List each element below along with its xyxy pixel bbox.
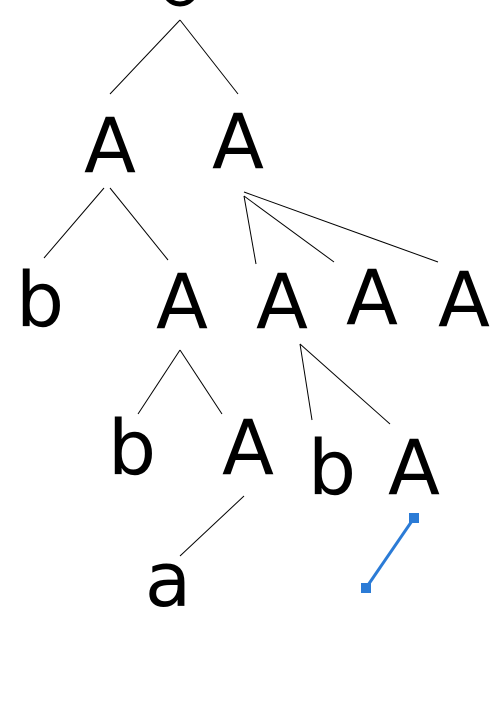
selected-edge[interactable] [364,517,416,589]
edge-n2-n7 [243,191,439,263]
selected-edge-handle-end[interactable] [361,583,371,593]
node-n5[interactable]: A [256,257,308,346]
node-n3[interactable]: b [16,255,64,344]
edge-n4-n9 [179,349,223,415]
node-n8[interactable]: b [108,403,156,492]
selected-edge-handle-start[interactable] [409,513,419,523]
edge-n1-n3 [43,187,105,259]
edge-n5-n11 [299,343,391,425]
node-n6[interactable]: A [346,253,398,342]
edge-n1-n4 [109,187,169,261]
node-n9[interactable]: A [222,403,274,492]
root-node-partial[interactable] [164,0,196,7]
node-n1[interactable]: A [84,101,136,190]
node-n4[interactable]: A [156,257,208,346]
edge-n2-n6 [243,195,335,263]
edge-n9-n12 [179,495,245,557]
edge-n2-n5 [243,195,257,265]
node-n7[interactable]: A [438,255,490,344]
node-n12[interactable]: a [145,535,192,624]
edge-root-n1 [109,19,181,95]
edge-n5-n10 [299,343,313,421]
edge-root-n2 [179,19,239,95]
node-n2[interactable]: A [212,97,264,186]
edge-n4-n8 [137,349,181,415]
node-n10[interactable]: b [308,423,356,512]
node-n11[interactable]: A [388,423,440,512]
